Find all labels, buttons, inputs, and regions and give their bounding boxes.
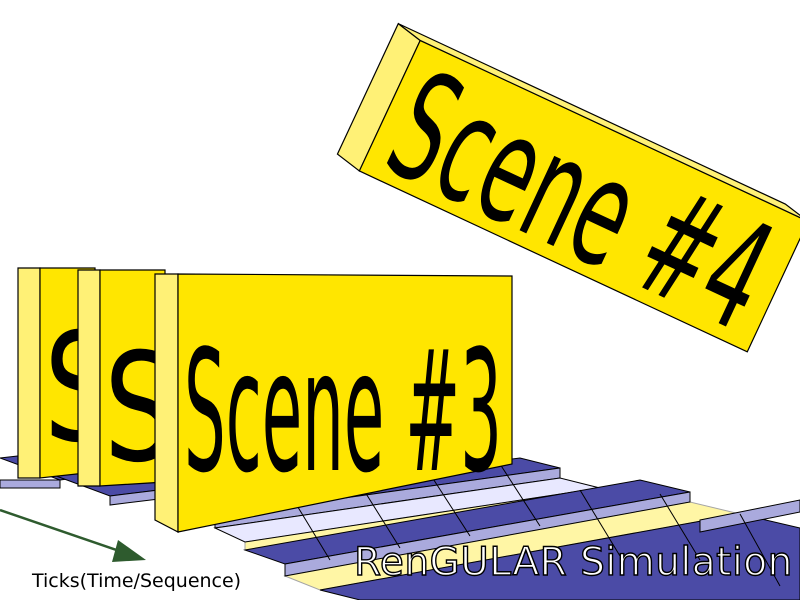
track-strip bbox=[284, 491, 691, 577]
track-strip bbox=[319, 513, 800, 600]
scene-card-main-label: Scene #3 bbox=[184, 314, 502, 510]
diagram-title: RenGULAR Simulation bbox=[353, 539, 793, 585]
time-axis-label: Ticks(Time/Sequence) bbox=[32, 570, 242, 592]
track-strip bbox=[0, 479, 61, 489]
arrowhead-icon bbox=[112, 540, 146, 562]
time-arrow bbox=[0, 508, 146, 562]
scene-card-main: Scene #3 bbox=[154, 273, 513, 533]
track-strip bbox=[699, 499, 800, 533]
